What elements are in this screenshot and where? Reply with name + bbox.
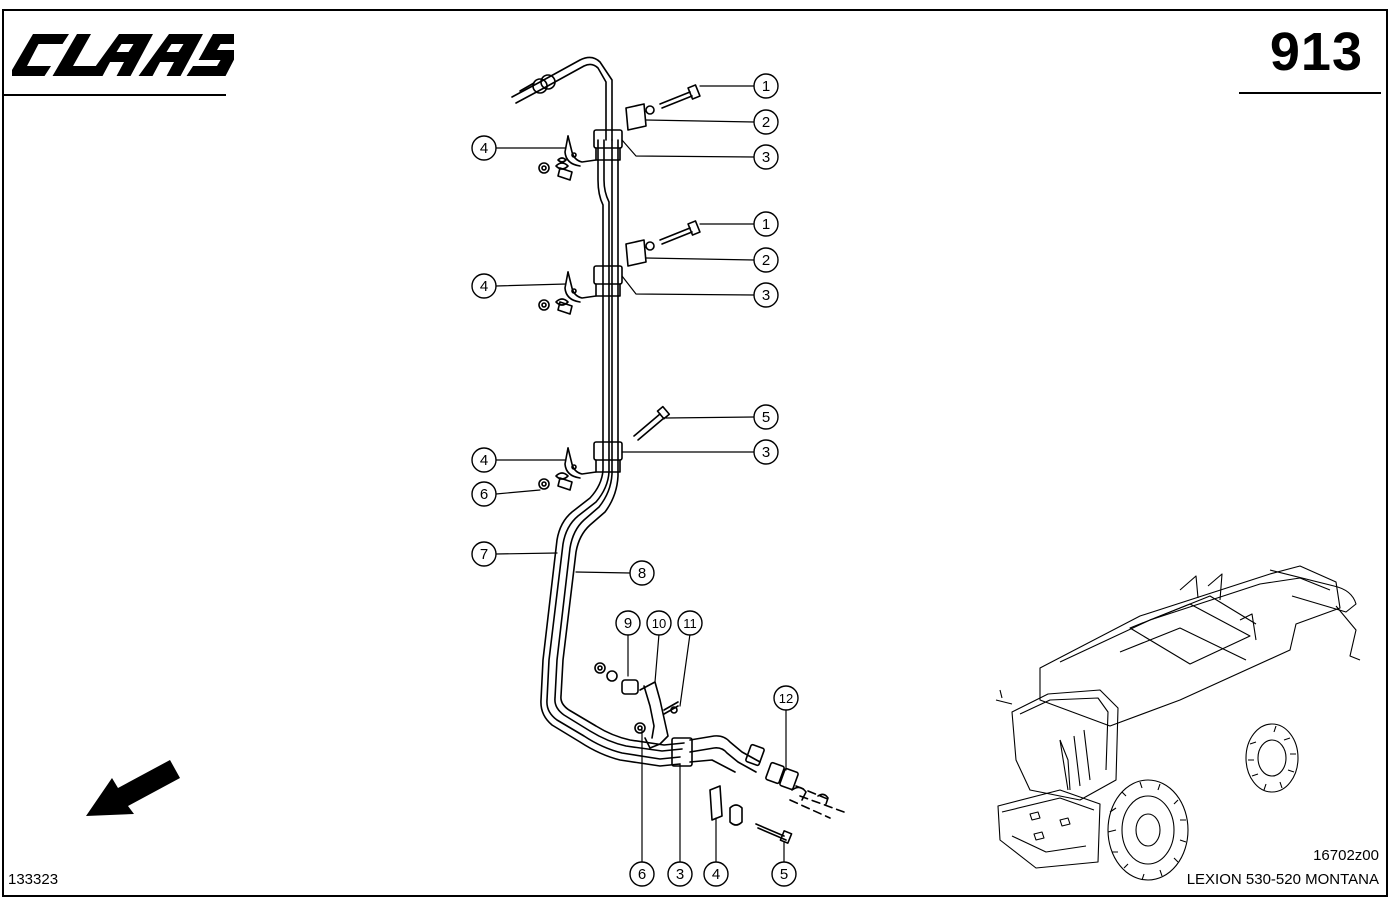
- hydraulic-line-lower: [689, 735, 761, 773]
- callout-label: 3: [762, 149, 770, 166]
- hydraulic-line-upper: [511, 56, 613, 141]
- callout: [753, 282, 779, 308]
- callout: [667, 861, 693, 887]
- callout: [677, 610, 703, 636]
- document-id: 133323: [8, 871, 59, 888]
- callout: [471, 447, 497, 473]
- bolt-upper: [625, 84, 701, 131]
- callout-label: 4: [480, 140, 488, 157]
- callout-label: 12: [779, 691, 793, 706]
- callout: [753, 439, 779, 465]
- bolt-lower: [633, 405, 671, 441]
- callout: [629, 861, 655, 887]
- callout-label: 8: [638, 565, 646, 582]
- callout-label: 3: [676, 866, 684, 883]
- bolt-middle: [625, 220, 701, 267]
- callout: [773, 685, 799, 711]
- callout-label: 11: [683, 616, 697, 631]
- callout: [753, 144, 779, 170]
- direction-arrow-icon: [86, 760, 180, 816]
- support-bracket-assembly: [594, 662, 679, 749]
- pipe-coupling: [745, 743, 845, 819]
- hydraulic-line-7: [540, 139, 681, 767]
- callout-label: 3: [762, 287, 770, 304]
- callout-label: 4: [480, 452, 488, 469]
- callout: [703, 861, 729, 887]
- callout-label: 1: [762, 216, 770, 233]
- callout: [753, 247, 779, 273]
- claas-logo: [12, 34, 234, 76]
- callout-label: 9: [624, 615, 632, 632]
- pipe-clamp-set-upper: [538, 129, 623, 181]
- callout-label: 2: [762, 252, 770, 269]
- callout: [471, 273, 497, 299]
- callout: [615, 610, 641, 636]
- callout: [471, 541, 497, 567]
- combine-harvester-icon: [995, 565, 1361, 881]
- callout: [753, 404, 779, 430]
- callout: [646, 610, 672, 636]
- sheet-number: 913: [1269, 22, 1363, 82]
- callout: [753, 73, 779, 99]
- callout: [753, 109, 779, 135]
- callout: [471, 135, 497, 161]
- callout-label: 1: [762, 78, 770, 95]
- callout-label: 6: [480, 486, 488, 503]
- callout-label: 7: [480, 546, 488, 563]
- callout-labels: 1 2 3 4 1 2 3 4 5 3 4 6 7 8 9 10 11 12 6…: [480, 78, 793, 883]
- callout-label: 6: [638, 866, 646, 883]
- callout-label: 4: [480, 278, 488, 295]
- callout-label: 4: [712, 866, 720, 883]
- sheet-rule: [1239, 92, 1381, 94]
- image-code: 16702z00: [1313, 847, 1379, 864]
- leader-lines: [495, 85, 787, 863]
- hydraulic-line-8: [554, 139, 685, 752]
- callouts: [471, 73, 799, 887]
- callout: [771, 861, 797, 887]
- callout-label: 2: [762, 114, 770, 131]
- pipe-clamp-set-lower: [538, 441, 623, 491]
- brand-rule: [4, 94, 226, 96]
- model-name: LEXION 530-520 MONTANA: [1186, 871, 1379, 888]
- pipe-clamp-set-middle: [538, 265, 623, 315]
- callout-label: 5: [780, 866, 788, 883]
- callout: [471, 481, 497, 507]
- pipe-clamp-bottom: [671, 737, 793, 844]
- callout-label: 10: [652, 616, 666, 631]
- callout-label: 3: [762, 444, 770, 461]
- callout: [753, 211, 779, 237]
- callout-label: 5: [762, 409, 770, 426]
- callout: [629, 560, 655, 586]
